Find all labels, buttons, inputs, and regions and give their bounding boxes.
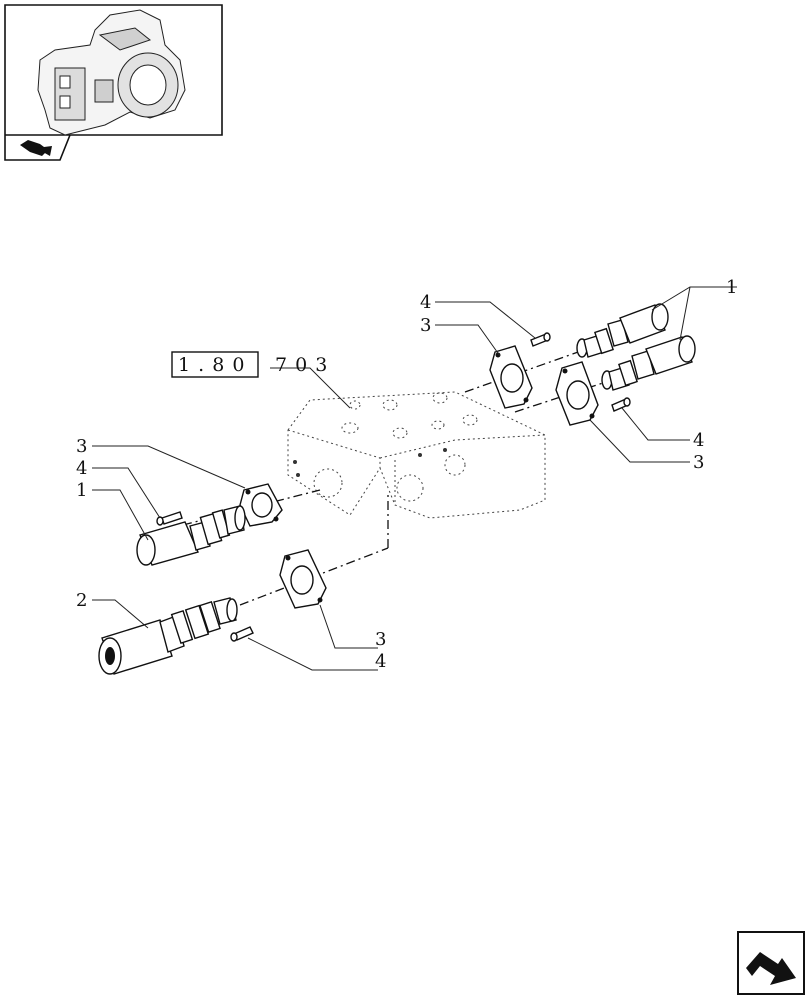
valve-body (287, 391, 546, 519)
callout-3-top: 3 (420, 315, 431, 336)
solenoid-valve-top-lower (601, 335, 696, 391)
leader-lines (92, 286, 737, 671)
callout-2: 2 (76, 590, 87, 611)
bolt-top (530, 332, 551, 347)
gasket-top-left (489, 345, 533, 409)
solenoid-valve-left (136, 505, 246, 566)
callout-4-top: 4 (420, 292, 431, 313)
callout-3-bottom: 3 (375, 629, 386, 650)
callout-4-right: 4 (693, 430, 704, 451)
section-reference[interactable]: 1 . 8 0 7 0 3 (171, 351, 328, 378)
callout-3-left: 3 (76, 436, 87, 457)
reference-suffix: 7 0 3 (275, 354, 328, 376)
callout-labels: 1 4 3 4 3 3 4 1 2 3 4 (76, 277, 737, 672)
gasket-left (239, 483, 283, 527)
assembly-centerlines (182, 344, 619, 606)
solenoid-valve-bottom (98, 597, 238, 675)
callout-4-left: 4 (76, 458, 87, 479)
folder-arrow-icon (20, 140, 52, 156)
callout-1-left: 1 (76, 480, 87, 501)
bolt-bottom (230, 626, 254, 642)
callout-4-bottom: 4 (375, 651, 386, 672)
next-page-arrow-icon[interactable] (737, 931, 805, 995)
callout-3-right: 3 (693, 452, 704, 473)
gasket-bottom (279, 549, 327, 609)
bolt-right (611, 397, 631, 412)
callout-1-top-right: 1 (726, 277, 737, 298)
reference-prefix: 1 . 8 0 (178, 354, 245, 376)
transmission-housing-thumbnail (37, 9, 186, 136)
solenoid-valve-top-upper (576, 303, 669, 358)
gasket-top-right (555, 361, 599, 426)
thumbnail-panel[interactable] (4, 4, 223, 161)
bolt-left (156, 511, 183, 526)
